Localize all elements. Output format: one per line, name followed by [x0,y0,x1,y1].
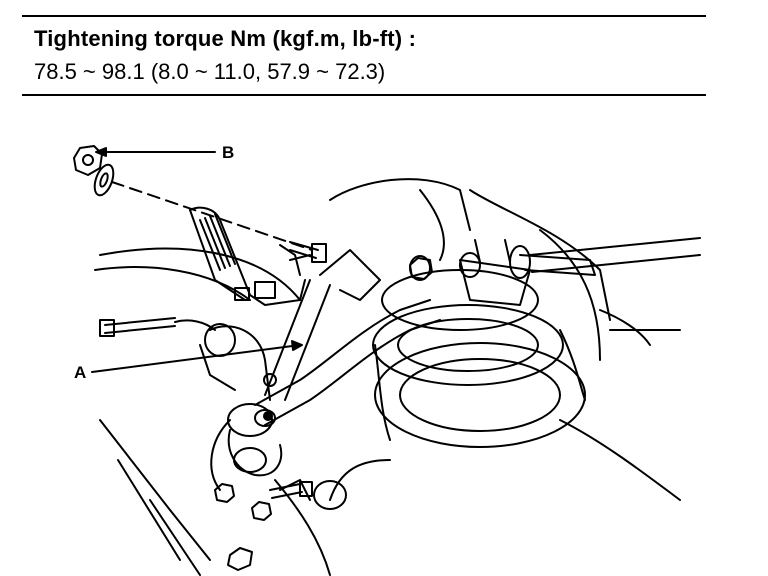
brake-hose [99,317,216,337]
ball-joint [227,403,283,477]
coil-spring [372,269,586,448]
suspension-diagram: B A [73,143,701,576]
chassis-outline [94,178,681,576]
washer [93,163,115,197]
stabilizer-bar [529,237,701,346]
upper-nut [409,257,433,280]
stabilizer-link [254,249,441,426]
leader-line-a [91,344,301,373]
leader-arrow-b [95,147,107,157]
spec-bottom-rule [22,94,706,96]
lower-bolts [214,480,347,571]
torque-spec-title: Tightening torque Nm (kgf.m, lb-ft) : [34,26,417,51]
flange-nut [73,145,103,176]
assembly-dashed-line [111,181,313,251]
callout-label-a: A [74,363,86,382]
torque-spec-value: 78.5 ~ 98.1 (8.0 ~ 11.0, 57.9 ~ 72.3) [34,59,386,84]
spec-top-rule [22,15,706,17]
leader-arrow-a [291,340,303,351]
strut-assembly [409,239,596,306]
callout-label-b: B [222,143,234,162]
brake-caliper [189,206,311,306]
